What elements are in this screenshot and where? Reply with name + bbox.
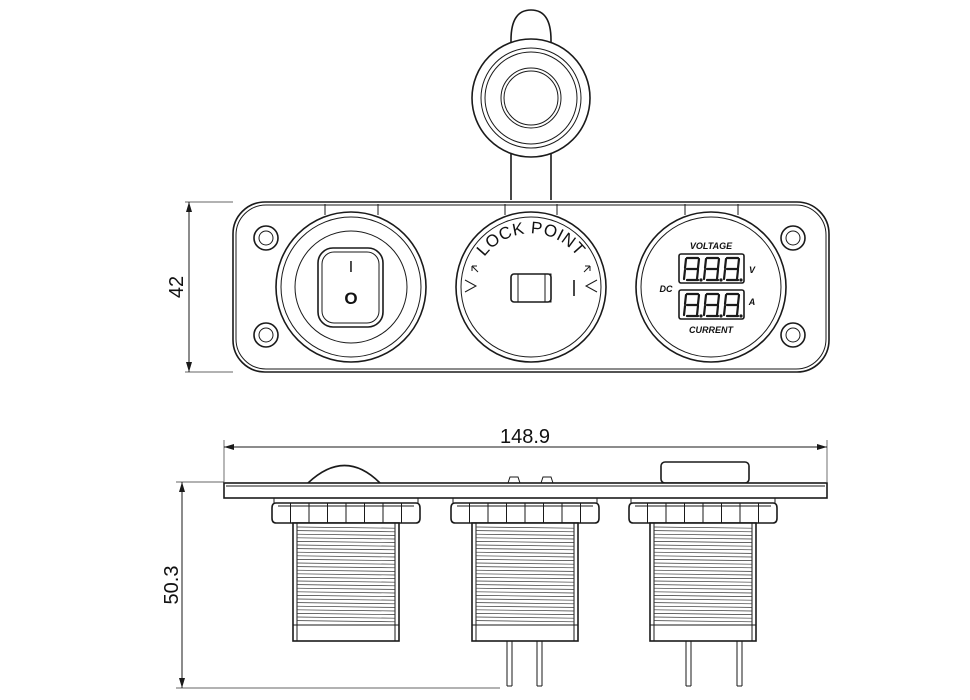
voltage-title: VOLTAGE [690,241,733,251]
volt-unit: V [749,265,756,275]
meter-bezel [660,461,750,484]
height-50-3-label: 50.3 [161,566,183,605]
segment-digit [722,256,741,282]
socket-body-3 [628,497,778,687]
terminal-pin [685,641,692,687]
seven-segment-display-icon [678,253,745,284]
rocker-switch-icon [317,247,384,328]
socket-bodies [271,497,778,687]
switch-dome [307,464,381,484]
socket-body-2 [450,497,600,687]
side-view: 148.9 50.3 [161,426,828,689]
terminal-pin [736,641,743,687]
switch-off-symbol: O [344,289,357,308]
terminal-pin [506,641,513,687]
power-socket: LOCK POINT [455,204,607,363]
segment-digit [722,292,741,318]
dimension-148-9: 148.9 [223,426,828,482]
width-148-9-label: 148.9 [500,426,550,448]
current-digits [682,292,743,318]
plate-edge [223,482,828,499]
socket-icon [510,273,575,303]
switch-on-symbol: I [349,259,353,276]
seven-segment-display-icon [678,289,745,320]
voltage-digits [682,256,743,282]
segment-digit [682,256,701,282]
segment-dot [739,278,743,282]
dc-label: DC [660,284,673,294]
current-title: CURRENT [689,325,735,335]
mounting-holes [253,225,806,348]
dimension-42: 42 [166,201,233,373]
segment-dot [719,314,723,318]
socket-cap [471,9,591,200]
volt-amp-meter: VOLTAGE CURRENT DC V A [635,204,787,363]
segment-dot [699,278,703,282]
segment-digit [702,292,721,318]
top-view: I O LOCK POINT [166,9,830,373]
dimension-50-3: 50.3 [161,481,500,689]
height-42-label: 42 [166,276,188,298]
segment-digit [682,292,701,318]
segment-dot [699,314,703,318]
lock-arrow-icon [471,265,479,273]
amp-unit: A [748,297,756,307]
segment-dot [719,278,723,282]
segment-digit [702,256,721,282]
lock-arrow-icon [583,265,591,273]
terminal-pin [536,641,543,687]
socket-body-1 [271,497,421,642]
segment-dot [739,314,743,318]
rocker-switch: I O [275,204,427,363]
